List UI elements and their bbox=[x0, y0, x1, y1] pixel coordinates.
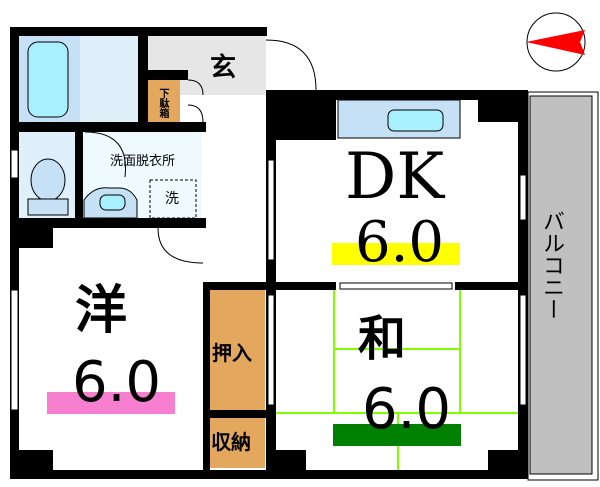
washer-label: 洗 bbox=[165, 191, 179, 207]
washroom-label: 洗面脱衣所 bbox=[110, 154, 176, 169]
windows bbox=[10, 149, 527, 411]
north-arrow-icon bbox=[526, 30, 585, 55]
japanese-size: 6.0 bbox=[362, 377, 452, 442]
closet-area bbox=[210, 290, 265, 410]
shoe-box bbox=[148, 80, 180, 122]
western-label: 洋 bbox=[75, 281, 128, 341]
toilet-icon bbox=[30, 158, 66, 202]
dk-label: DK bbox=[345, 140, 445, 214]
shoe-box-label: 下駄箱 bbox=[157, 88, 168, 118]
walls bbox=[10, 27, 528, 479]
doors bbox=[84, 39, 317, 264]
closet-label: 押入 bbox=[212, 341, 252, 365]
storage-area bbox=[210, 418, 265, 468]
japanese-label: 和 bbox=[358, 311, 407, 367]
kitchen-sink-icon bbox=[387, 109, 444, 132]
bath-area bbox=[80, 35, 138, 123]
balcony-label: バルコニー bbox=[539, 210, 564, 320]
entrance-label: 玄 bbox=[210, 53, 237, 83]
dk-size: 6.0 bbox=[355, 210, 445, 275]
western-size: 6.0 bbox=[72, 350, 162, 415]
balcony-area bbox=[529, 95, 593, 475]
storage-label: 収納 bbox=[211, 430, 251, 454]
bathtub-icon bbox=[27, 41, 69, 118]
